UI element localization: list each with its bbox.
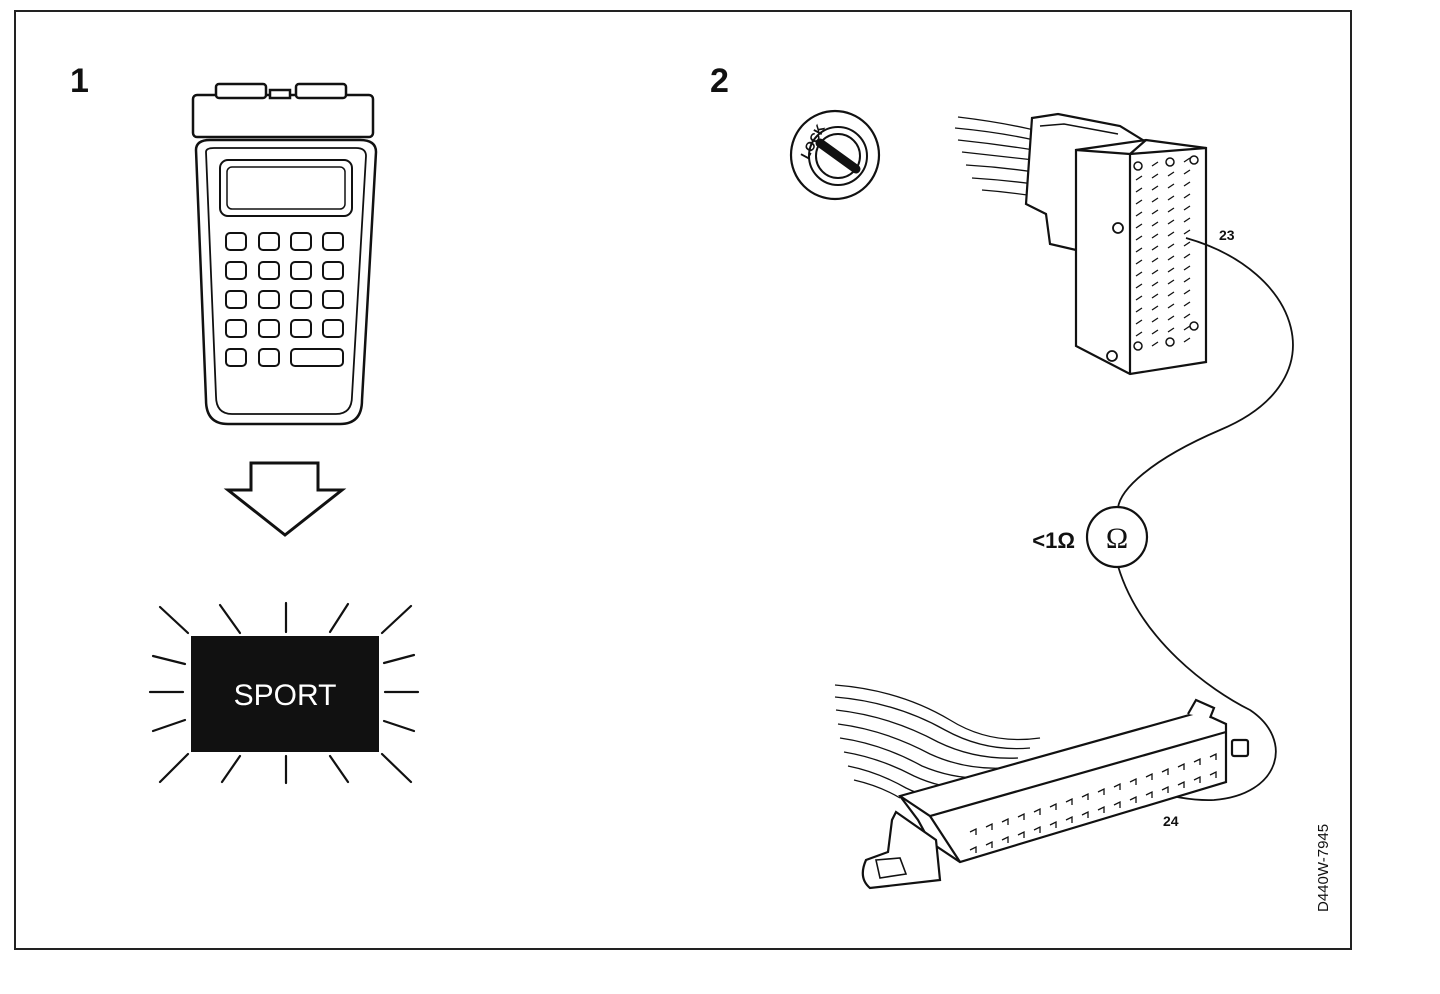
drawing-code: D440W-7945 <box>1315 824 1332 912</box>
connector-24-label: 24 <box>1163 813 1179 829</box>
diagram-frame <box>14 10 1352 950</box>
sport-indicator-icon: SPORT <box>148 601 420 785</box>
down-arrow-icon <box>223 461 347 537</box>
connector-23-label: 23 <box>1219 227 1235 243</box>
ohm-symbol: Ω <box>1106 522 1128 555</box>
ignition-key-icon: LOCK <box>789 109 881 201</box>
step-2-number: 2 <box>710 62 729 100</box>
connector-23-icon <box>954 112 1208 376</box>
sport-display-text: SPORT <box>234 679 337 712</box>
handheld-tester-icon <box>191 82 378 426</box>
ohmmeter-icon: Ω <box>1085 505 1149 569</box>
connector-24-icon <box>834 684 1250 890</box>
probe-cable <box>1117 237 1294 801</box>
step-1-number: 1 <box>70 62 89 100</box>
resistance-reading: <1Ω <box>1032 528 1075 553</box>
